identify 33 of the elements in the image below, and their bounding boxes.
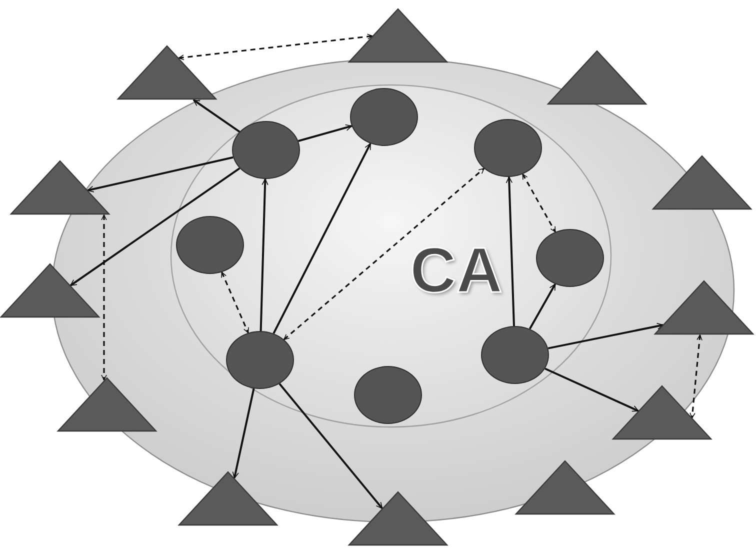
arrow bbox=[298, 124, 352, 142]
arrow bbox=[278, 383, 383, 510]
node-triangle bbox=[178, 471, 278, 526]
node-triangle bbox=[652, 155, 752, 210]
node-triangle bbox=[654, 280, 754, 335]
node-triangle bbox=[10, 160, 110, 215]
node-triangle bbox=[515, 460, 615, 515]
arrow bbox=[544, 368, 639, 412]
arrow bbox=[528, 284, 556, 330]
arrow bbox=[101, 214, 107, 380]
node-triangle bbox=[348, 491, 448, 546]
arrow bbox=[178, 34, 373, 60]
arrow bbox=[87, 156, 234, 192]
arrow bbox=[193, 99, 240, 133]
arrow bbox=[232, 388, 255, 478]
node-triangle bbox=[57, 377, 157, 432]
arrow bbox=[283, 168, 485, 340]
arrow bbox=[548, 322, 664, 350]
arrow bbox=[70, 167, 240, 286]
node-triangle bbox=[348, 8, 448, 63]
node-triangle bbox=[547, 50, 647, 105]
arrow bbox=[260, 178, 268, 332]
node-triangle bbox=[0, 263, 100, 318]
arrow bbox=[522, 174, 556, 232]
node-triangle bbox=[612, 385, 712, 440]
zone-label: CA bbox=[410, 238, 502, 302]
arrow bbox=[506, 176, 515, 326]
outer-zone-ellipse bbox=[51, 58, 735, 523]
arrow bbox=[690, 334, 702, 418]
arrow bbox=[221, 272, 249, 334]
arrow bbox=[272, 143, 372, 334]
node-triangle bbox=[117, 45, 217, 100]
inner-zone-ellipse bbox=[170, 84, 612, 428]
